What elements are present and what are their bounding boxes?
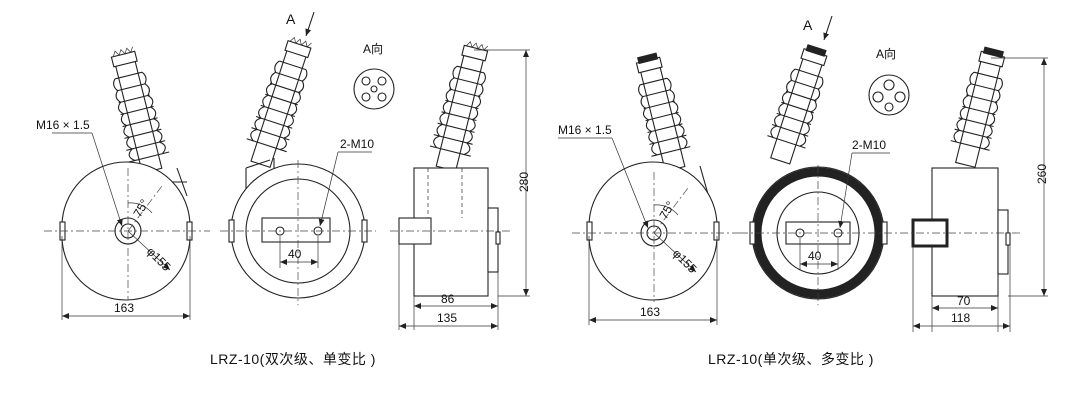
rear-bolt [1005,232,1011,246]
bushing-insulator [950,46,1006,168]
depth-label: 135 [437,311,457,325]
side-lug [586,221,593,241]
bushing-insulator [110,46,170,174]
angle-arc [653,204,679,216]
terminal-head [353,68,395,110]
figure-right: 75° M16 × 1.5 φ155 163 [558,15,1049,367]
view-arrow-label: A [286,11,296,27]
width-label: 163 [640,305,660,319]
base-label: 70 [957,294,971,308]
side-lug [713,221,720,241]
view-arrow [305,11,315,37]
figure-caption: LRZ-10(单次级、多变比 ) [708,351,874,367]
figure-left: 75° M16 × 1.5 φ155 163 [36,11,531,367]
bushing-insulator [246,36,312,169]
terminal-plate [261,217,331,243]
a-view-label: A向 [876,46,896,61]
angle-arc [127,202,153,214]
thread-label: M16 × 1.5 [36,118,90,132]
a-view-detail: A向 [353,41,395,110]
height-label: 280 [517,172,531,192]
thread-label: M16 × 1.5 [558,123,612,137]
rear-bolt [495,231,501,245]
bushing-insulator [635,52,691,172]
primary-terminal [398,217,432,245]
height-label: 260 [1035,164,1049,184]
holes-label: 2-M10 [340,137,374,151]
spacing-label: 40 [808,249,822,263]
a-view-label: A向 [363,41,383,56]
view-arrow [823,15,833,41]
terminal-head [868,74,910,116]
a-view-detail: A向 [868,46,910,116]
end-view-right: 260 70 118 [900,46,1049,332]
depth-label: 118 [951,311,970,325]
front-view-left: 75° M16 × 1.5 φ155 163 [36,46,210,320]
spacing-label: 40 [288,247,302,261]
side-view-left: 40 2-M10 A [220,11,376,305]
view-arrow-label: A [803,17,813,33]
terminal-plate [785,221,851,245]
bushing-insulator [429,41,489,172]
front-view-right: 75° M16 × 1.5 φ155 163 [558,52,740,325]
holes-label: 2-M10 [852,138,886,152]
width-label: 163 [114,301,134,315]
base-label: 86 [441,292,455,306]
bushing-insulator [767,44,828,165]
figure-caption: LRZ-10(双次级、单变比 ) [210,351,376,367]
end-view-left: 280 86 135 [390,41,531,330]
side-view-right: 40 2-M10 A [740,15,898,305]
